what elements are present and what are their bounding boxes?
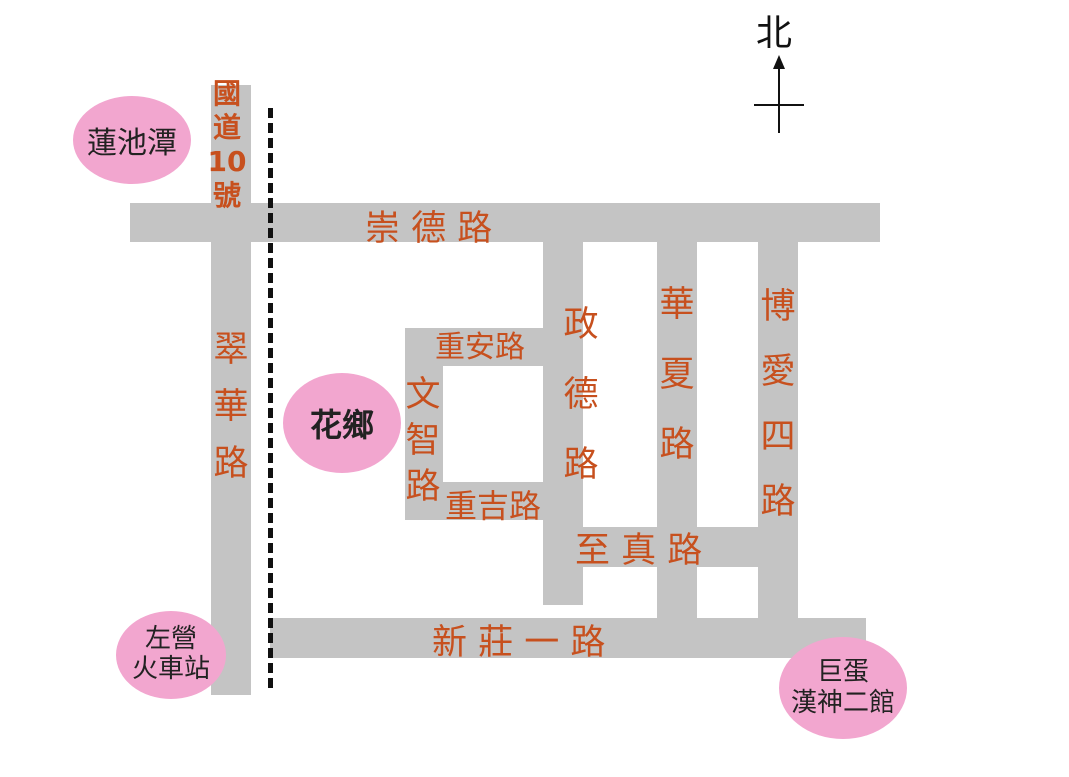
landmark-zuoying-line1: 左營 (144, 624, 197, 655)
road-chongde (130, 203, 880, 242)
label-zhizhen: 至 真 路 (575, 531, 703, 571)
label-chongji: 重吉路 (445, 487, 542, 525)
highway-label-1: 國 (212, 77, 241, 110)
compass-north-label: 北 (756, 13, 793, 54)
national-highway-10-line (268, 108, 273, 688)
highway-label: 國 道 10 號 (205, 77, 249, 213)
label-boai: 博愛四路 (760, 287, 796, 522)
label-chongan: 重安路 (435, 330, 525, 365)
highway-label-2: 道 (212, 111, 241, 144)
label-huaxia: 華夏路 (659, 285, 695, 465)
label-xinzhuang: 新 莊 一 路 (432, 623, 606, 663)
label-cuihua: 翠華路 (213, 330, 249, 484)
road-cuihua (211, 85, 251, 695)
landmark-hanshin-line2: 漢神二館 (790, 688, 895, 718)
road-chongji (405, 482, 545, 520)
landmark-huaxiang-label: 花鄉 (309, 406, 374, 444)
road-xinzhuang (270, 618, 866, 658)
landmark-lotus-pond-label: 蓮池潭 (87, 126, 177, 161)
road-boai (758, 240, 798, 620)
road-zhizhen (583, 527, 758, 567)
north-arrow-icon (754, 55, 804, 133)
landmark-huaxiang: 花鄉 (283, 373, 401, 473)
highway-label-3: 10 (207, 145, 247, 178)
landmark-hanshin-arena: 巨蛋 漢神二館 (779, 637, 907, 739)
label-chongde: 崇 德 路 (365, 209, 493, 249)
label-zhengde: 政德路 (563, 305, 599, 485)
landmark-zuoying-line2: 火車站 (131, 654, 210, 684)
highway-label-4: 號 (212, 179, 241, 212)
label-wenzhi: 文智路 (405, 375, 441, 507)
road-zhengde (543, 240, 583, 605)
landmark-hanshin-line1: 巨蛋 (816, 656, 869, 687)
landmark-lotus-pond: 蓮池潭 (73, 96, 191, 184)
landmark-zuoying-station: 左營 火車站 (116, 611, 226, 699)
